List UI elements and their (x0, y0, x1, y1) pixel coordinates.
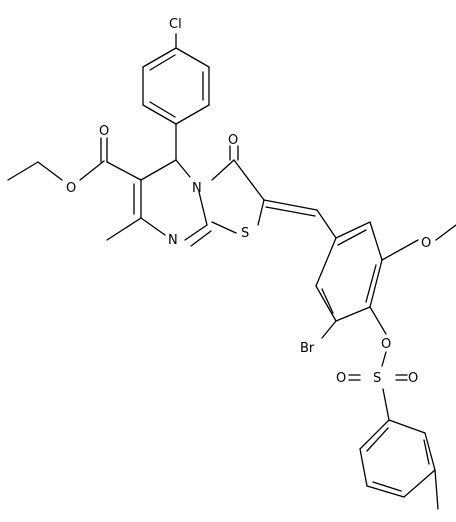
thiazole-ring (211, 145, 265, 234)
methoxy-oxygen-label: O (421, 236, 431, 251)
chlorine-label: Cl (169, 17, 182, 32)
c-br-bond (321, 320, 337, 339)
vinyl-aryl-bond (316, 209, 337, 239)
ester-group (7, 137, 142, 181)
central-aryl-ring (315, 221, 383, 322)
ring-carbonyl-oxygen-label: O (228, 133, 238, 148)
ring-sulfur-label: S (241, 226, 249, 241)
exocyclic-double-bond (263, 199, 318, 211)
tolyl-ring (359, 419, 436, 498)
imine-nitrogen-label: N (168, 233, 178, 248)
bromine-label: Br (300, 341, 315, 356)
sulfonyl-sulfur-label: S (373, 371, 381, 386)
sulfonyl-oxygen-right-label: O (408, 371, 418, 386)
methyl-bond (106, 217, 142, 241)
chlorophenyl-ring (142, 47, 210, 125)
pyrimidine-ring (133, 159, 212, 247)
exocyclic-double-bond-inner (265, 206, 316, 217)
c-osulfonate-bond (369, 306, 387, 335)
ring-nitrogen-label: N (192, 181, 202, 196)
o-s-bond (381, 351, 387, 367)
methoxy-methyl-bond (435, 224, 456, 241)
ester-ether-oxygen-label: O (66, 181, 76, 196)
sulfonate-oxygen-label: O (381, 337, 391, 352)
sulfonyl-oxygen-left-label: O (336, 371, 346, 386)
s-aryl-bond (382, 388, 390, 421)
tolyl-methyl-bond (434, 469, 439, 510)
c-omethoxy-bond (381, 239, 419, 261)
ester-carbonyl-oxygen-label: O (99, 124, 109, 139)
